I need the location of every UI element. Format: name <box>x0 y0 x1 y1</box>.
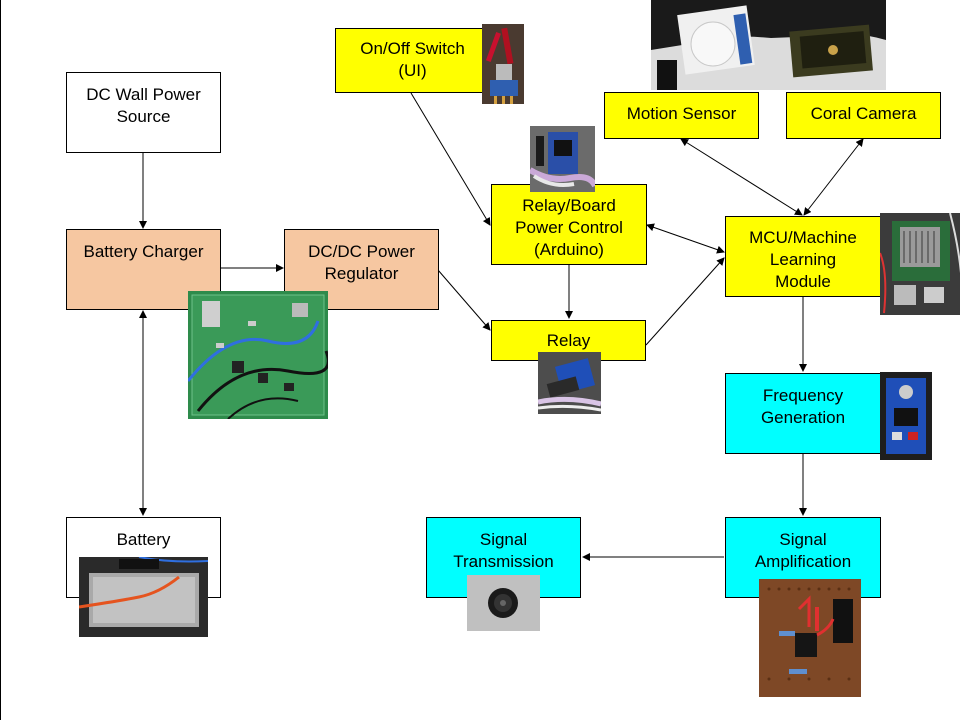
node-label: Regulator <box>324 264 399 283</box>
node-label: Relay <box>546 331 591 350</box>
node-label: Frequency <box>762 386 844 405</box>
node-mcu-ml: MCU/Machine Learning Module <box>725 216 881 297</box>
node-label: DC Wall Power <box>86 85 201 104</box>
node-label: Power Control <box>515 218 623 237</box>
node-motion-sensor: Motion Sensor <box>604 92 759 139</box>
node-label: DC/DC Power <box>308 242 415 261</box>
amplifier-board-photo <box>759 579 861 697</box>
node-label: Signal <box>479 530 528 549</box>
relay-photo <box>538 352 601 414</box>
node-signal-amplification: Signal Amplification <box>725 517 881 598</box>
node-label: (Arduino) <box>534 240 604 259</box>
frequency-module-photo <box>880 372 932 460</box>
node-label: Coral Camera <box>810 104 917 123</box>
node-label: (UI) <box>398 61 427 80</box>
node-frequency-generation: Frequency Generation <box>725 373 881 454</box>
arrow-motion-mcu <box>680 138 803 216</box>
battery-photo <box>79 557 208 637</box>
arrow-regulator-to-relay <box>437 269 491 331</box>
node-dc-wall-power: DC Wall Power Source <box>66 72 221 153</box>
node-label: Module <box>775 272 831 291</box>
node-label: Relay/Board <box>522 196 616 215</box>
node-relay-board-control: Relay/Board Power Control (Arduino) <box>491 184 647 265</box>
node-dc-dc-regulator: DC/DC Power Regulator <box>284 229 439 310</box>
node-label: Generation <box>760 408 846 427</box>
node-label: Source <box>116 107 171 126</box>
switch-photo <box>482 24 524 104</box>
arrow-relay-to-mcu <box>645 257 725 346</box>
node-label: Transmission <box>453 552 554 571</box>
arrow-switch-to-control <box>410 92 491 226</box>
arrow-camera-mcu <box>803 138 864 216</box>
arduino-photo <box>530 126 595 192</box>
node-label: Signal <box>779 530 827 549</box>
mcu-photo <box>880 213 960 315</box>
node-label: Learning <box>769 250 837 269</box>
pcb-photo <box>188 291 328 419</box>
node-label: Motion Sensor <box>626 104 737 123</box>
node-label: MCU/Machine <box>749 228 857 247</box>
sensor-camera-photo <box>651 0 886 90</box>
node-coral-camera: Coral Camera <box>786 92 941 139</box>
node-label: On/Off Switch <box>360 39 465 58</box>
node-label: Amplification <box>754 552 852 571</box>
arrow-control-mcu <box>646 223 725 254</box>
speaker-photo <box>467 575 540 631</box>
node-label: Battery Charger <box>83 242 204 261</box>
node-label: Battery <box>116 530 171 549</box>
node-on-off-switch: On/Off Switch (UI) <box>335 28 490 93</box>
